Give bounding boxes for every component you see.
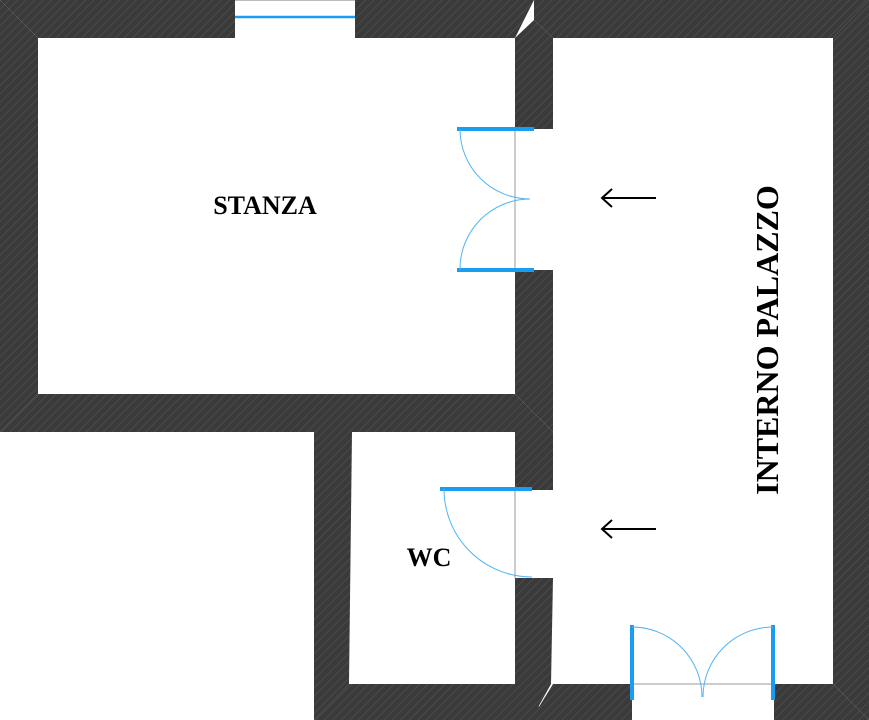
stanza-wall-top-left (0, 0, 235, 38)
wc-wall-bottom (314, 684, 553, 720)
corridor-wall-bottom-right (774, 684, 869, 720)
room-label-interno-palazzo: INTERNO PALAZZO (749, 185, 785, 495)
wc-wall-left (314, 432, 352, 720)
left-arrow-icon (600, 519, 656, 539)
room-label-wc: WC (407, 543, 452, 572)
corridor-wall-right (833, 0, 869, 720)
stanza-wall-top-right (355, 0, 534, 38)
door-stanza-double (457, 127, 553, 272)
corridor-wall-top (534, 0, 869, 38)
stanza-wall-right-lower (515, 270, 553, 432)
door-entrance-double (630, 625, 775, 720)
wc-wall-right-lower (515, 578, 553, 720)
wc-wall-right-upper (515, 432, 553, 490)
window-top (235, 0, 355, 38)
stanza-wall-right-upper (515, 20, 553, 129)
left-arrow-icon (600, 188, 656, 208)
stanza-wall-bottom (0, 394, 553, 432)
door-wc (440, 487, 553, 578)
room-label-stanza: STANZA (213, 191, 317, 220)
stanza-wall-left (0, 0, 38, 432)
corridor-wall-bottom-left (531, 684, 632, 720)
